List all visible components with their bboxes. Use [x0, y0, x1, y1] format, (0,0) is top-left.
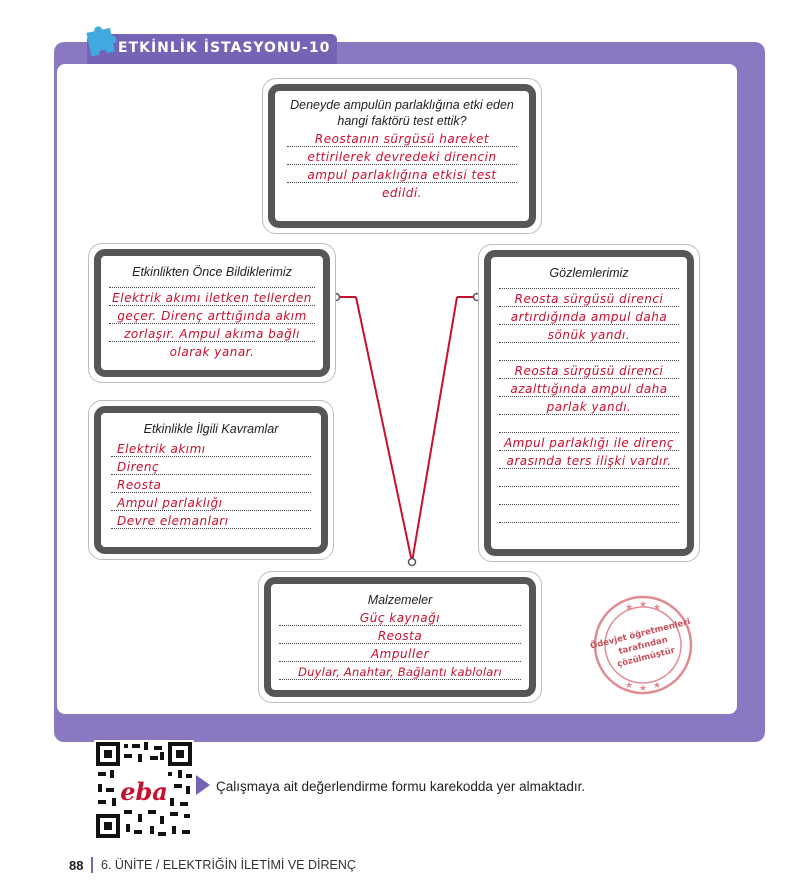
question-answer-line: ettirilerek devredeki direncin [287, 147, 517, 165]
concepts-title: Etkinlikle İlgili Kavramlar [143, 422, 279, 436]
prior-knowledge-line: zorlaşır. Ampul akıma bağlı [109, 324, 315, 342]
svg-text:★: ★ [653, 681, 661, 691]
observation-line: Reosta sürgüsü direnci [499, 289, 679, 307]
observation-line: Reosta sürgüsü direnci [499, 361, 679, 379]
prior-knowledge-line: olarak yanar. [169, 345, 255, 359]
observations-blank-line [499, 281, 679, 289]
observation-line [499, 469, 679, 487]
prior-knowledge-line: geçer. Direnç arttığında akım [109, 306, 315, 324]
observations-title: Gözlemlerimiz [549, 266, 629, 280]
footer-separator [91, 857, 93, 873]
observation-line [499, 343, 679, 361]
svg-text:★: ★ [639, 600, 647, 610]
concept-item: Elektrik akımı [111, 439, 311, 457]
concept-item: Direnç [111, 457, 311, 475]
prior-knowledge-title: Etkinlikten Önce Bildiklerimiz [132, 265, 292, 279]
observation-line [499, 487, 679, 505]
observation-line [499, 415, 679, 433]
observation-line: arasında ters ilişki vardır. [499, 451, 679, 469]
material-item: Reosta [279, 626, 521, 644]
question-title-line2: hangi faktörü test ettik? [337, 114, 467, 128]
material-item: Ampuller [279, 644, 521, 662]
observation-line [499, 505, 679, 523]
svg-text:★: ★ [625, 681, 633, 691]
footer-unit-title: 6. ÜNİTE / ELEKTRİĞİN İLETİMİ VE DİRENÇ [101, 858, 356, 872]
observation-line: Ampul parlaklığı ile direnç [499, 433, 679, 451]
qr-note: Çalışmaya ait değerlendirme formu kareko… [216, 779, 586, 794]
question-answer-line: edildi. [382, 186, 422, 200]
observations-card: Gözlemlerimiz Reosta sürgüsü direnci art… [484, 250, 694, 556]
observation-line: sönük yandı. [499, 325, 679, 343]
materials-card: Malzemeler Güç kaynağı Reosta Ampuller D… [264, 577, 536, 697]
concept-item: Devre elemanları [111, 511, 311, 529]
prior-knowledge-line: Elektrik akımı iletken tellerden [109, 288, 315, 306]
question-card: Deneyde ampulün parlaklığına etki eden h… [268, 84, 536, 228]
concept-item: Ampul parlaklığı [111, 493, 311, 511]
svg-text:★: ★ [625, 603, 633, 613]
material-item: Güç kaynağı [279, 608, 521, 626]
prior-knowledge-blank-line [109, 280, 315, 288]
activity-station-title: ETKİNLİK İSTASYONU-10 [118, 40, 331, 56]
solved-stamp: ★★★ ★★★ Ödevjet öğretmenleri tarafından … [589, 595, 693, 695]
pointer-arrow-icon [196, 775, 210, 795]
materials-title: Malzemeler [367, 593, 433, 607]
prior-knowledge-card: Etkinlikten Önce Bildiklerimiz Elektrik … [94, 249, 330, 377]
header-tab [87, 34, 337, 64]
svg-text:★: ★ [653, 603, 661, 613]
qr-code: eba [94, 740, 194, 840]
question-answer-line: Reostanın sürgüsü hareket [287, 129, 517, 147]
svg-text:★: ★ [639, 684, 647, 694]
concept-item: Reosta [111, 475, 311, 493]
question-answer-line: ampul parlaklığına etkisi test [287, 165, 517, 183]
material-item: Duylar, Anahtar, Bağlantı kabloları [279, 662, 521, 680]
concepts-card: Etkinlikle İlgili Kavramlar Elektrik akı… [94, 406, 328, 554]
observation-line: parlak yandı. [499, 397, 679, 415]
puzzle-piece-icon [86, 26, 117, 57]
page-number: 88 [69, 858, 84, 873]
eba-logo: eba [120, 777, 168, 806]
question-title-line1: Deneyde ampulün parlaklığına etki eden [290, 98, 514, 112]
observation-line: azalttığında ampul daha [499, 379, 679, 397]
observation-line: artırdığında ampul daha [499, 307, 679, 325]
